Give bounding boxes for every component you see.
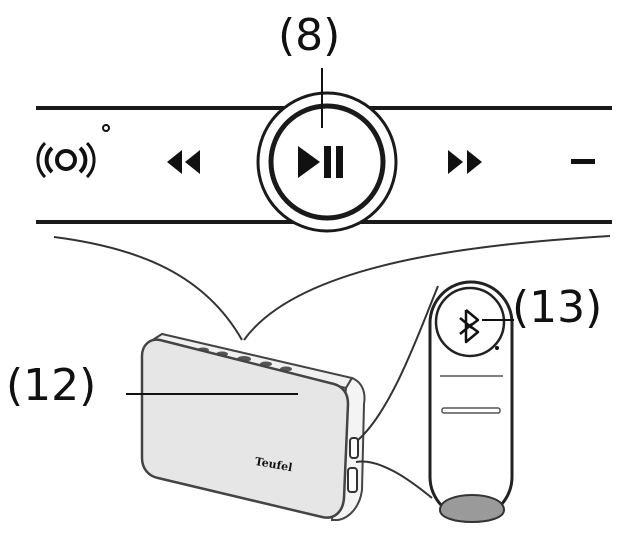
fast-forward-icon[interactable] — [448, 150, 482, 174]
volume-minus-icon[interactable] — [571, 159, 595, 164]
callout-label-speaker-body: (12) — [6, 360, 97, 411]
sound-mode-icon[interactable] — [36, 124, 110, 179]
side-panel-foot — [438, 494, 506, 523]
speaker-side-port[interactable] — [349, 437, 359, 459]
indicator-dot — [102, 124, 110, 132]
side-panel-detail — [428, 280, 514, 523]
callout-label-play-pause: (8) — [278, 10, 341, 61]
speaker-body: Teufel — [126, 285, 439, 521]
bluetooth-led — [495, 346, 499, 350]
callout-label-bluetooth: (13) — [512, 282, 603, 333]
play-pause-button[interactable] — [256, 68, 398, 233]
rewind-icon[interactable] — [167, 150, 200, 174]
bluetooth-button-ring[interactable] — [434, 286, 506, 358]
side-zoom-connector-upper — [357, 285, 439, 441]
side-zoom-connector-lower — [355, 460, 433, 499]
bluetooth-icon — [459, 309, 480, 344]
speaker-brand-logo: Teufel — [254, 455, 294, 474]
zoom-connector-left — [53, 236, 243, 341]
speaker-front-face — [140, 338, 350, 519]
side-panel-slot[interactable] — [441, 407, 501, 414]
play-pause-icon — [298, 146, 343, 178]
speaker-side-slot[interactable] — [347, 467, 358, 493]
zoom-connector-right — [243, 235, 611, 341]
